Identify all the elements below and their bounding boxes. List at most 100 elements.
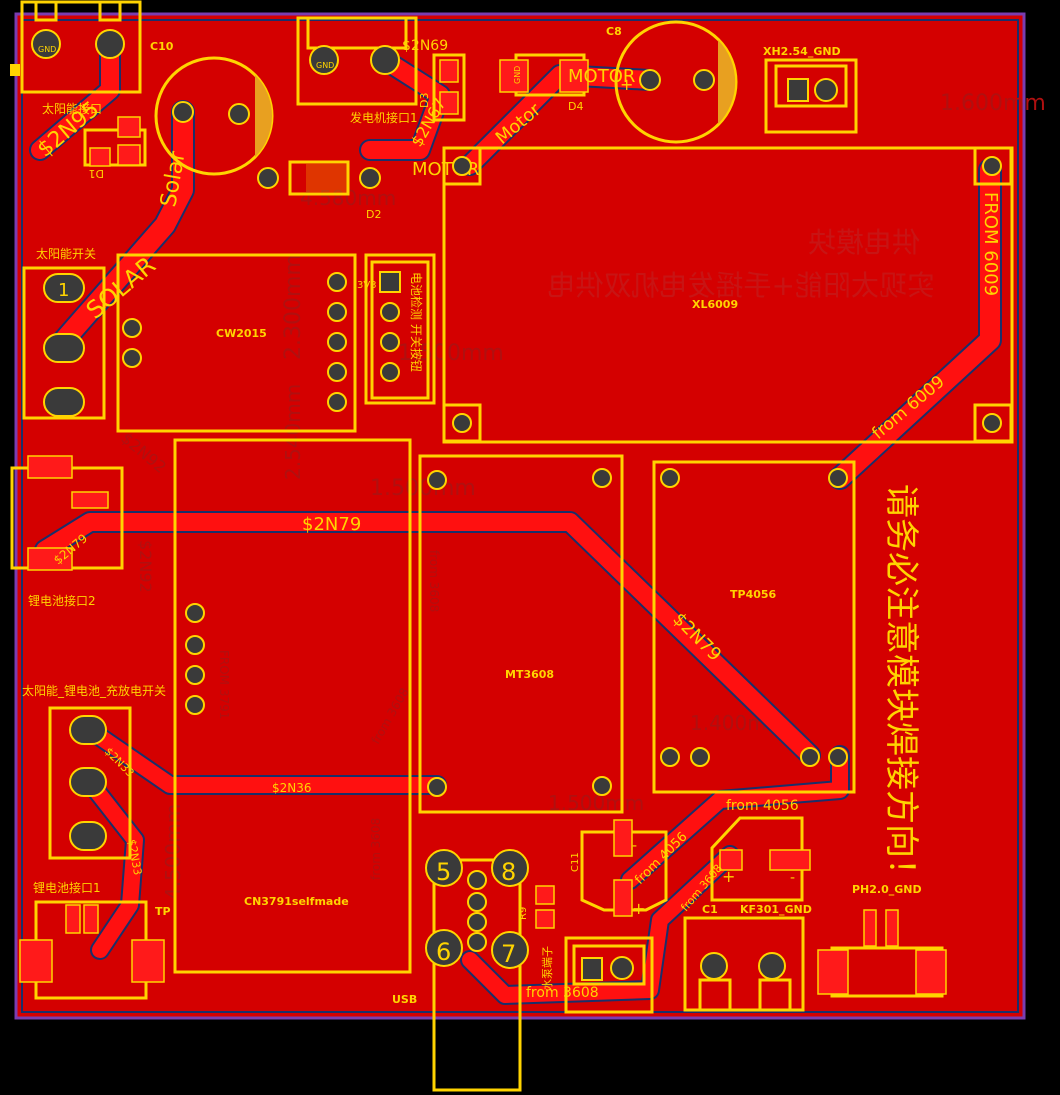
pad[interactable] bbox=[380, 332, 400, 352]
pad[interactable] bbox=[131, 939, 165, 983]
connector-top-left[interactable]: GND bbox=[10, 0, 142, 94]
pad[interactable] bbox=[592, 776, 612, 796]
pad[interactable] bbox=[327, 362, 347, 382]
usb-pad[interactable] bbox=[491, 849, 529, 887]
pad[interactable] bbox=[380, 302, 400, 322]
pad[interactable] bbox=[535, 885, 555, 905]
pad[interactable] bbox=[380, 362, 400, 382]
pad[interactable] bbox=[69, 767, 107, 797]
pad[interactable] bbox=[172, 101, 194, 123]
capacitor-c8[interactable]: + bbox=[614, 20, 738, 144]
capacitor-c11[interactable]: - + bbox=[580, 819, 668, 918]
usb-pad[interactable] bbox=[425, 849, 463, 887]
pad[interactable] bbox=[800, 747, 820, 767]
pad[interactable] bbox=[122, 348, 142, 368]
pad[interactable] bbox=[31, 29, 61, 59]
xh254-connector[interactable] bbox=[764, 58, 858, 134]
pad[interactable] bbox=[581, 957, 603, 981]
pad[interactable] bbox=[660, 747, 680, 767]
pad[interactable] bbox=[379, 271, 401, 293]
pad[interactable] bbox=[787, 78, 809, 102]
pad[interactable] bbox=[452, 156, 472, 176]
pad[interactable] bbox=[71, 491, 109, 509]
diode-d4[interactable]: GND bbox=[499, 53, 589, 97]
li-battery-port-2[interactable] bbox=[10, 455, 124, 571]
module-cw2015[interactable] bbox=[116, 253, 357, 433]
diode-d1[interactable] bbox=[83, 116, 147, 167]
pad[interactable] bbox=[122, 318, 142, 338]
capacitor-c10[interactable] bbox=[154, 56, 274, 176]
pad[interactable] bbox=[700, 952, 728, 980]
pad[interactable] bbox=[359, 167, 381, 189]
diode-d3[interactable] bbox=[432, 53, 466, 122]
pad[interactable] bbox=[95, 29, 125, 59]
pad[interactable] bbox=[327, 272, 347, 292]
resistor-r9[interactable] bbox=[535, 885, 555, 929]
pad[interactable] bbox=[885, 909, 899, 947]
pad[interactable] bbox=[660, 468, 680, 488]
pad[interactable] bbox=[69, 821, 107, 851]
pad[interactable] bbox=[828, 747, 848, 767]
pad[interactable] bbox=[27, 547, 73, 571]
solar-switch[interactable]: 1 bbox=[22, 266, 106, 420]
pad[interactable] bbox=[19, 939, 53, 983]
pad[interactable] bbox=[427, 470, 447, 490]
pad[interactable] bbox=[452, 413, 472, 433]
pad[interactable] bbox=[467, 932, 487, 952]
header-batt-detect[interactable] bbox=[364, 253, 436, 405]
pad[interactable] bbox=[43, 387, 85, 417]
pad[interactable] bbox=[828, 468, 848, 488]
pad[interactable] bbox=[185, 665, 205, 685]
pad[interactable] bbox=[43, 273, 85, 303]
pad[interactable] bbox=[83, 904, 99, 934]
pad[interactable] bbox=[769, 849, 811, 871]
pad[interactable] bbox=[719, 849, 743, 871]
pad[interactable] bbox=[69, 715, 107, 745]
pad[interactable] bbox=[327, 332, 347, 352]
kf301-terminal[interactable] bbox=[683, 916, 805, 1012]
module-mt3608[interactable] bbox=[418, 454, 624, 814]
pad[interactable] bbox=[439, 91, 459, 115]
ph20-connector[interactable] bbox=[817, 909, 947, 998]
pad[interactable] bbox=[863, 909, 877, 947]
usb-pad[interactable] bbox=[491, 931, 529, 969]
charge-switch[interactable] bbox=[48, 706, 132, 860]
water-pump-terminal[interactable] bbox=[564, 936, 654, 1014]
pad[interactable] bbox=[228, 103, 250, 125]
pad[interactable] bbox=[817, 949, 849, 995]
pad[interactable] bbox=[117, 144, 141, 166]
diode-d2[interactable] bbox=[257, 160, 381, 196]
pad[interactable] bbox=[982, 413, 1002, 433]
generator-connector[interactable]: GND bbox=[296, 16, 418, 106]
pad[interactable] bbox=[690, 747, 710, 767]
module-xl6009[interactable] bbox=[442, 146, 1014, 444]
pad[interactable] bbox=[309, 45, 339, 75]
pad[interactable] bbox=[185, 635, 205, 655]
pad[interactable] bbox=[65, 904, 81, 934]
pad[interactable] bbox=[185, 603, 205, 623]
pad[interactable] bbox=[814, 78, 838, 102]
pad[interactable] bbox=[257, 167, 279, 189]
pad[interactable] bbox=[467, 892, 487, 912]
pad[interactable] bbox=[185, 695, 205, 715]
pad[interactable] bbox=[613, 879, 633, 917]
module-tp4056[interactable] bbox=[652, 460, 856, 794]
pad[interactable] bbox=[693, 69, 715, 91]
pad[interactable] bbox=[43, 333, 85, 363]
pad[interactable] bbox=[592, 468, 612, 488]
pad[interactable] bbox=[915, 949, 947, 995]
pad[interactable] bbox=[467, 870, 487, 890]
pad[interactable] bbox=[89, 147, 111, 167]
pad[interactable] bbox=[27, 455, 73, 479]
usb-pad[interactable] bbox=[425, 929, 463, 967]
pad[interactable] bbox=[467, 912, 487, 932]
pad[interactable] bbox=[559, 59, 589, 93]
usb-connector[interactable]: 5 8 6 7 bbox=[425, 849, 529, 1092]
pad[interactable] bbox=[327, 392, 347, 412]
module-cn3791[interactable] bbox=[173, 438, 412, 974]
pad[interactable] bbox=[370, 45, 400, 75]
pad[interactable] bbox=[427, 777, 447, 797]
pad[interactable] bbox=[327, 302, 347, 322]
pad[interactable] bbox=[639, 69, 661, 91]
li-battery-port-1[interactable] bbox=[19, 900, 165, 1000]
